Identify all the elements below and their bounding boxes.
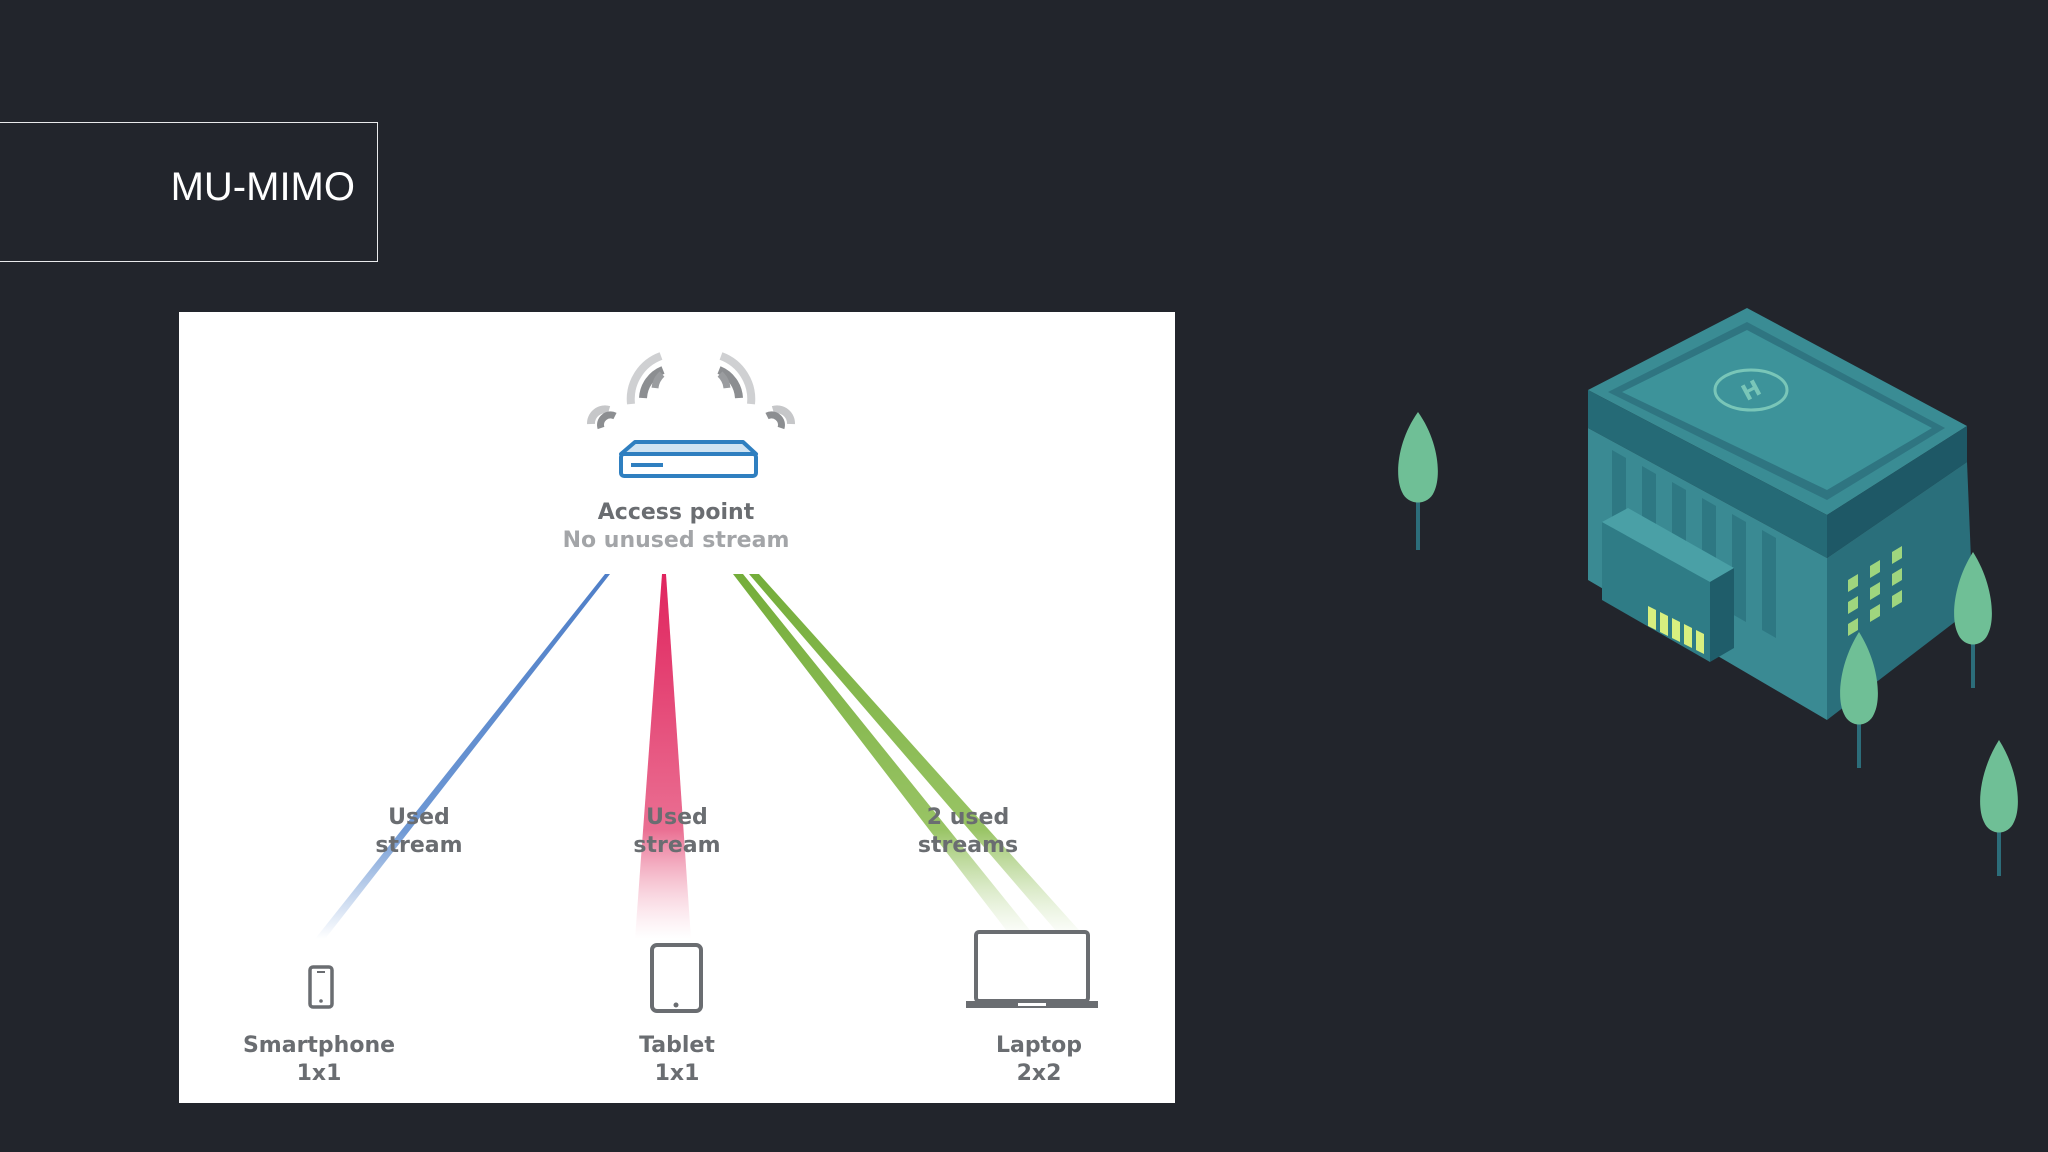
device-config: 1x1 <box>654 1061 700 1086</box>
device-config: 2x2 <box>1016 1061 1062 1086</box>
device-label-tablet: Tablet 1x1 <box>639 1032 715 1088</box>
stream-label-line2: stream <box>375 833 463 858</box>
diagram-graphics <box>308 352 1098 1013</box>
device-name: Tablet <box>639 1033 715 1058</box>
access-point-icon <box>619 440 758 478</box>
smartphone-icon <box>308 965 334 1009</box>
stream-label-pink: Used stream <box>633 804 720 860</box>
stream-label-line1: 2 used <box>926 805 1010 830</box>
device-label-laptop: Laptop 2x2 <box>996 1032 1082 1088</box>
wifi-signal-icon <box>587 352 795 430</box>
access-point-title: Access point <box>597 500 755 525</box>
stream-green-2 <box>749 574 1087 939</box>
access-point-sublabel: No unused stream <box>562 528 790 553</box>
stream-pink <box>635 574 691 939</box>
tree-icon <box>1840 632 1878 768</box>
device-label-smartphone: Smartphone 1x1 <box>243 1032 395 1088</box>
tree-icon <box>1980 740 2018 876</box>
stream-label-line1: Used <box>388 805 450 830</box>
building-illustration: H <box>1380 300 2040 905</box>
stream-label-green: 2 used streams <box>918 804 1018 860</box>
device-name: Laptop <box>996 1033 1082 1058</box>
mu-mimo-diagram: Access point No unused stream Used strea… <box>179 312 1175 1103</box>
building-icon: H <box>1588 308 1973 720</box>
device-config: 1x1 <box>296 1061 342 1086</box>
building-scene: H <box>1398 308 2018 876</box>
tree-icon <box>1398 412 1438 550</box>
title-box: MU-MIMO <box>0 122 378 262</box>
laptop-icon <box>966 930 1098 1008</box>
access-point-label: Access point No unused stream <box>563 499 790 555</box>
stream-blue <box>315 574 610 939</box>
stream-green-1 <box>733 574 1037 939</box>
tablet-icon <box>650 943 703 1013</box>
tree-icon <box>1954 552 1992 688</box>
slide-title: MU-MIMO <box>170 165 355 209</box>
stream-label-line2: stream <box>633 833 721 858</box>
stream-label-blue: Used stream <box>375 804 462 860</box>
stream-label-line1: Used <box>646 805 708 830</box>
device-name: Smartphone <box>242 1033 396 1058</box>
stream-label-line2: streams <box>917 833 1019 858</box>
